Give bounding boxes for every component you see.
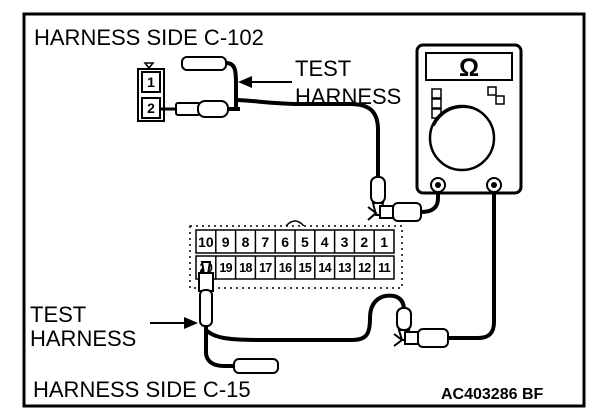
c15-pin-label: 16 (279, 261, 292, 275)
c15-pin-label: 15 (299, 261, 312, 275)
test-harness-bottom-label-line1: TEST (30, 302, 86, 327)
c15-pin-label: 7 (261, 234, 269, 250)
c15-pin-label: 11 (378, 261, 391, 275)
c15-pin-label: 13 (338, 261, 351, 275)
c15-pin-label: 9 (222, 234, 230, 250)
c15-pin-label: 4 (321, 234, 329, 250)
c15-pin-label: 2 (360, 234, 368, 250)
c15-pin-label: 6 (281, 234, 289, 250)
c102-pin-1: 1 (147, 74, 155, 90)
c15-bottom-row: 20191817161514131211 (200, 256, 391, 279)
c15-pin-label: 19 (219, 261, 232, 275)
test-harness-bottom-label-line2: HARNESS (30, 326, 136, 351)
c15-pin-label: 17 (259, 261, 272, 275)
c15-pin-label: 5 (301, 234, 309, 250)
top-title: HARNESS SIDE C-102 (34, 25, 264, 50)
test-harness-top (161, 56, 440, 222)
c15-pin-label: 8 (242, 234, 250, 250)
figure-code: AC403286 BF (441, 386, 544, 403)
c15-pin-label: 3 (341, 234, 349, 250)
c15-pin-label: 12 (358, 261, 371, 275)
ohmmeter-icon: Ω (415, 43, 523, 195)
c102-pin-2: 2 (147, 100, 155, 116)
connector-c102: 1 2 (137, 62, 165, 122)
c15-pin-label: 10 (198, 234, 214, 250)
c15-pin-label: 1 (380, 234, 388, 250)
meter-mode-symbol: Ω (459, 54, 479, 82)
test-harness-bottom-arrow (150, 317, 198, 329)
test-harness-top-arrow (238, 76, 292, 88)
meter-lead-right (448, 192, 496, 340)
c15-pin-label: 18 (239, 261, 252, 275)
bottom-title: HARNESS SIDE C-15 (33, 377, 251, 402)
test-harness-top-label-line1: TEST (295, 56, 351, 81)
c15-pin-label: 14 (318, 261, 331, 275)
test-harness-bottom (198, 261, 449, 374)
